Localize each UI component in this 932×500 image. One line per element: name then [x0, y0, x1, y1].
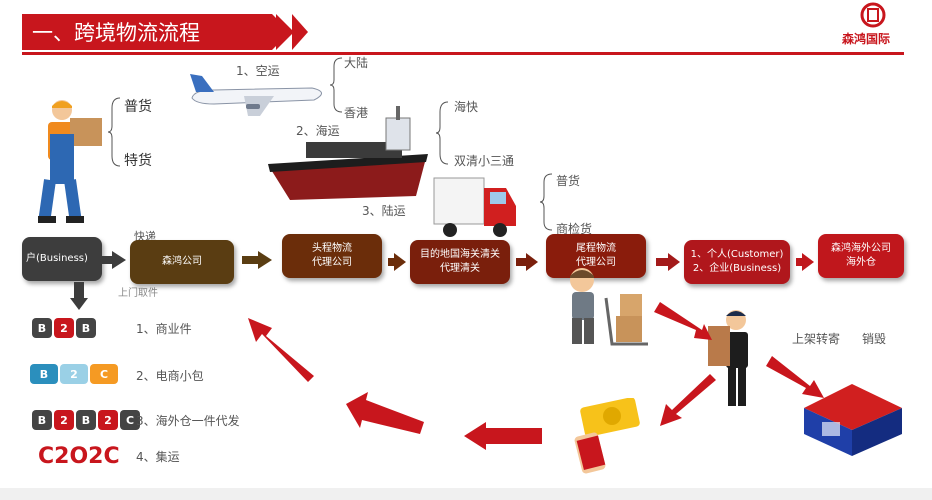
cod-payment-icon	[574, 398, 640, 474]
overseas-warehouse-icon	[804, 384, 902, 456]
pickup-label: 上门取件	[118, 288, 158, 299]
chevron-icon	[276, 14, 294, 50]
sea-express-label: 海快	[454, 100, 479, 114]
goods-special-label: 特货	[124, 153, 152, 169]
return-arrow-icon	[346, 392, 424, 434]
flow-arrow	[796, 258, 802, 266]
forward-arrow-icon	[766, 356, 824, 398]
chevron-icon	[256, 14, 274, 50]
flow-arrow-head	[258, 251, 272, 269]
flow-arrow	[102, 256, 112, 264]
model-item-2: 2、电商小包	[136, 369, 204, 383]
land-transport-label: 3、陆运	[362, 204, 406, 218]
land-general-label: 普货	[556, 174, 581, 188]
flow-arrow-head	[394, 253, 406, 271]
flow-arrow-head	[668, 253, 680, 271]
company-logo-icon	[860, 2, 886, 28]
flow-arrow	[242, 256, 258, 264]
sea-transport-label: 2、海运	[296, 124, 340, 138]
c2o2c-logo: C2O2C	[38, 444, 120, 469]
model-item-3: 3、海外仓一件代发	[136, 414, 240, 428]
bracket-icon	[540, 173, 553, 231]
last-mile-box: 尾程物流 代理公司	[546, 234, 646, 278]
overseas-warehouse-box: 森鸿海外公司 海外仓	[818, 234, 904, 278]
flow-arrow	[388, 258, 394, 266]
land-inspection-label: 商检货	[556, 222, 593, 236]
bracket-icon	[108, 97, 121, 167]
chevron-icon	[292, 14, 308, 50]
bracket-icon	[436, 101, 449, 165]
company-logo-text: 森鸿国际	[842, 32, 891, 46]
cargo-ship-icon	[268, 106, 428, 200]
express-label: 快递	[134, 230, 156, 243]
air-mainland-label: 大陆	[344, 56, 369, 70]
destroy-label: 销毁	[862, 332, 887, 346]
sea-double-clearance-label: 双清小三通	[454, 154, 515, 168]
customs-box: 目的地国海关清关 代理清关	[410, 240, 510, 284]
down-arrow	[74, 282, 84, 300]
return-arrow-icon	[660, 374, 716, 426]
recipients-box: 1、个人(Customer) 2、企业(Business)	[684, 240, 790, 284]
air-transport-label: 1、空运	[236, 64, 280, 78]
title-rule	[22, 52, 904, 55]
flow-arrow-head	[526, 253, 538, 271]
flow-arrow	[516, 258, 526, 266]
company-box: 森鸿公司	[130, 240, 234, 284]
flow-arrow-head	[802, 253, 814, 271]
slide-navigation-bar	[0, 488, 932, 500]
return-arrow-icon	[464, 422, 542, 450]
first-mile-box: 头程物流 代理公司	[282, 234, 382, 278]
flow-arrow-head	[112, 251, 126, 269]
relist-forward-label: 上架转寄	[792, 332, 841, 346]
model-item-4: 4、集运	[136, 450, 180, 464]
courier-with-trolley-icon	[570, 268, 648, 346]
bracket-icon	[330, 57, 343, 113]
worker-carrying-box-icon	[38, 100, 102, 223]
customer-box: 户(Business)	[22, 237, 102, 281]
page-title: 一、跨境物流流程	[32, 21, 200, 45]
truck-icon	[433, 177, 516, 237]
delivery-man-icon	[708, 310, 748, 406]
model-item-1: 1、商业件	[136, 322, 192, 336]
forward-arrow-icon	[654, 302, 712, 340]
airplane-icon	[190, 74, 322, 116]
goods-general-label: 普货	[124, 99, 152, 115]
flow-arrow	[656, 258, 668, 266]
return-arrow-icon	[248, 318, 314, 382]
air-hongkong-label: 香港	[344, 106, 369, 120]
down-arrow-head	[70, 298, 88, 310]
